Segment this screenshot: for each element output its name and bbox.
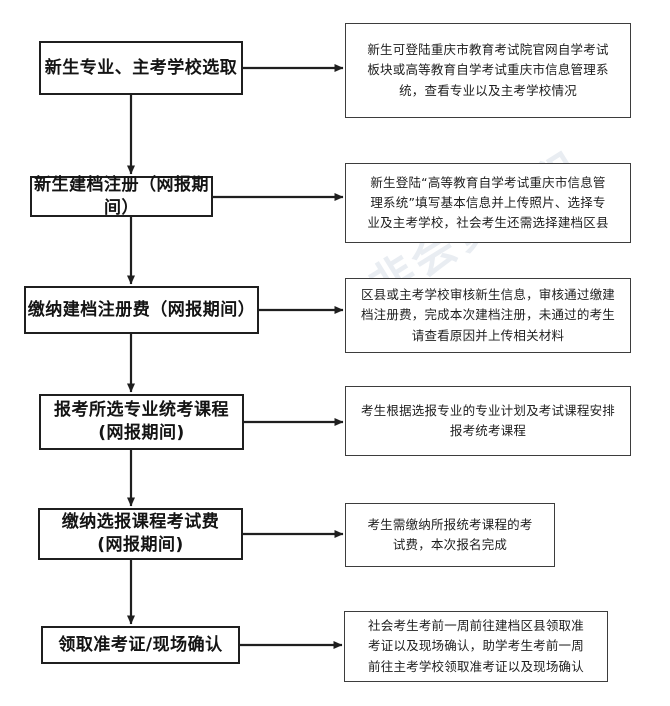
note-label-5: 考生需缴纳所报统考课程的考 试费，本次报名完成: [367, 516, 533, 552]
note-box-1: 新生可登陆重庆市教育考试院官网自学考试 板块或高等教育自学考试重庆市信息管理系 …: [345, 23, 631, 118]
step-label-6: 领取准考证/现场确认: [58, 634, 223, 655]
note-label-2: 新生登陆“高等教育自学考试重庆市信息管 理系统”填写基本信息并上传照片、选择专 …: [367, 174, 609, 231]
note-box-5: 考生需缴纳所报统考课程的考 试费，本次报名完成: [345, 503, 555, 567]
step-label-4: 报考所选专业统考课程 (网报期间): [54, 400, 229, 443]
note-label-6: 社会考生考前一周前往建档区县领取准 考证以及现场确认，助学考生考前一周 前往主考…: [368, 618, 584, 674]
step-label-3: 缴纳建档注册费（网报期间）: [27, 299, 256, 320]
step-box-2[interactable]: 新生建档注册（网报期间）: [30, 174, 213, 218]
note-box-4: 考生根据选报专业的专业计划及考试课程安排 报考统考课程: [345, 386, 631, 456]
note-box-2: 新生登陆“高等教育自学考试重庆市信息管 理系统”填写基本信息并上传照片、选择专 …: [345, 163, 631, 243]
step-box-3[interactable]: 缴纳建档注册费（网报期间）: [24, 286, 259, 334]
step-label-5: 缴纳选报课程考试费 (网报期间): [61, 512, 220, 555]
step-box-6[interactable]: 领取准考证/现场确认: [41, 626, 240, 664]
note-label-1: 新生可登陆重庆市教育考试院官网自学考试 板块或高等教育自学考试重庆市信息管理系 …: [367, 42, 609, 98]
step-box-4[interactable]: 报考所选专业统考课程 (网报期间): [39, 394, 244, 450]
note-box-3: 区县或主考学校审核新生信息，审核通过缴建 档注册费，完成本次建档注册，未通过的考…: [345, 278, 631, 353]
step-label-1: 新生专业、主考学校选取: [44, 57, 238, 78]
note-label-3: 区县或主考学校审核新生信息，审核通过缴建 档注册费，完成本次建档注册，未通过的考…: [360, 287, 615, 343]
step-box-1[interactable]: 新生专业、主考学校选取: [39, 41, 243, 95]
step-box-5[interactable]: 缴纳选报课程考试费 (网报期间): [38, 508, 243, 560]
note-box-6: 社会考生考前一周前往建档区县领取准 考证以及现场确认，助学考生考前一周 前往主考…: [344, 611, 608, 682]
step-label-2: 新生建档注册（网报期间）: [34, 174, 209, 218]
note-label-4: 考生根据选报专业的专业计划及考试课程安排 报考统考课程: [360, 402, 615, 438]
